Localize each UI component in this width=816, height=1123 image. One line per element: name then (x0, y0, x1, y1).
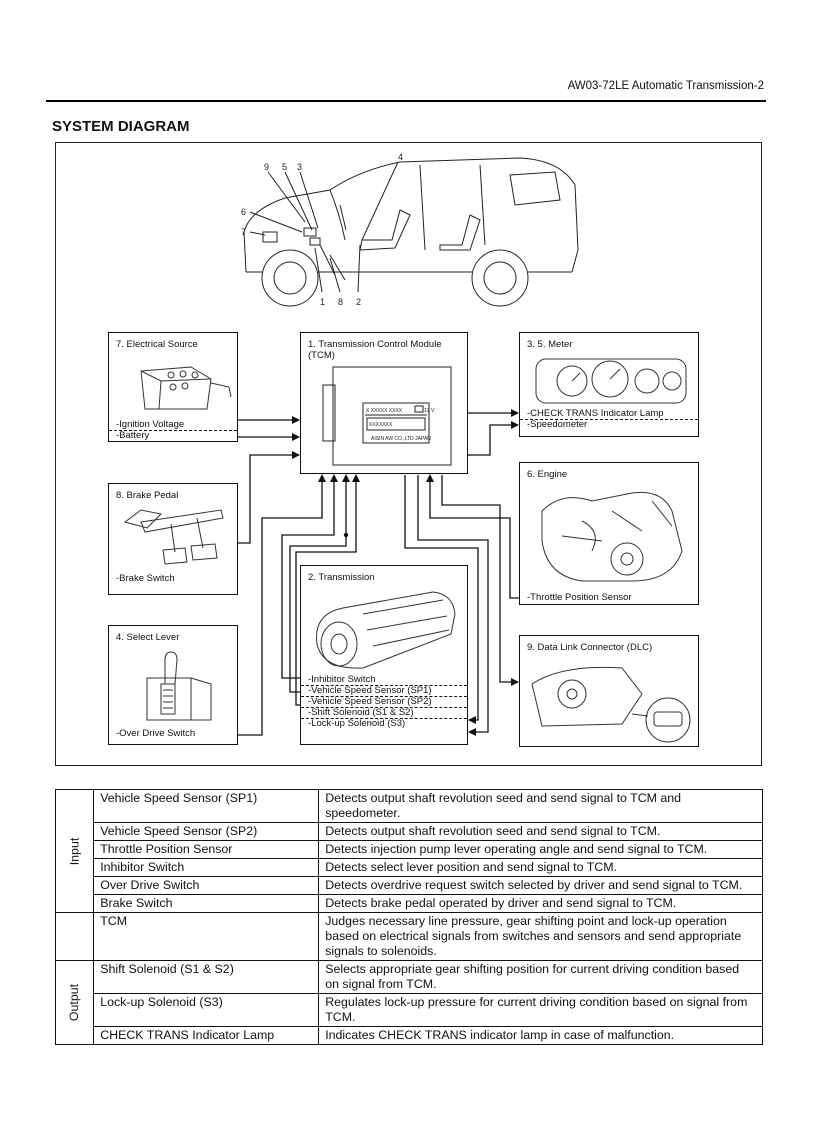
transmission-illustration (316, 591, 456, 669)
table-row: Inhibitor Switch Detects select lever po… (56, 858, 763, 877)
table-row: Input Vehicle Speed Sensor (SP1) Detects… (54, 789, 763, 913)
throttle-position-sensor-label: -Throttle Position Sensor (527, 592, 632, 603)
brake-pedal-box: 8. Brake Pedal -Brake Switch (108, 483, 238, 595)
check-trans-lamp-label: -CHECK TRANS Indicator Lamp (527, 408, 664, 419)
divider (109, 430, 237, 431)
tcm-group-cell (54, 912, 95, 961)
transmission-title: 2. Transmission (308, 572, 375, 583)
shift-solenoid-label: -Shift Solenoid (S1 & S2) (308, 707, 414, 718)
table-cell-function: Detects brake pedal operated by driver a… (318, 894, 763, 913)
lockup-solenoid-label: -Lock-up Solenoid (S3) (308, 718, 406, 729)
table-cell-function: Detects overdrive request switch selecte… (318, 876, 763, 895)
tcm-title: 1. Transmission Control Module(TCM) (308, 339, 442, 361)
tcm-label-part: X XXXXX XXXX (366, 408, 403, 414)
table-cell-component: TCM (93, 912, 320, 961)
meter-illustration (535, 358, 687, 404)
table-cell-component: CHECK TRANS Indicator Lamp (93, 1026, 320, 1045)
brake-pedal-illustration (123, 509, 224, 565)
divider (301, 718, 467, 719)
table-row: TCM Judges necessary line pressure, gear… (54, 912, 763, 961)
table-cell-component: Lock-up Solenoid (S3) (93, 993, 320, 1027)
select-lever-title: 4. Select Lever (116, 632, 180, 643)
table-row: Vehicle Speed Sensor (SP2) Detects outpu… (56, 822, 763, 841)
table-cell-function: Detects select lever position and send s… (318, 858, 763, 877)
dlc-title: 9. Data Link Connector (DLC) (527, 642, 653, 653)
brake-pedal-title: 8. Brake Pedal (116, 490, 179, 501)
table-row: Over Drive Switch Detects overdrive requ… (56, 876, 763, 895)
meter-box: 3. 5. Meter -CHECK TRANS Indicator Lamp … (519, 332, 699, 437)
tcm-label-maker: AISIN AW CO.,LTD JAPAN (371, 436, 431, 442)
table-cell-function: Judges necessary line pressure, gear shi… (318, 912, 763, 961)
select-lever-box: 4. Select Lever -Over Drive Switch (108, 625, 238, 745)
meter-title: 3. 5. Meter (527, 339, 573, 350)
divider (301, 696, 467, 697)
table-cell-function: Detects output shaft revolution seed and… (318, 822, 763, 841)
table-cell-component: Inhibitor Switch (93, 858, 320, 877)
table-cell-function: Regulates lock-up pressure for current d… (318, 993, 763, 1027)
table-cell-function: Selects appropriate gear shifting positi… (318, 960, 763, 994)
battery-illustration (140, 366, 232, 410)
divider (520, 419, 698, 420)
table-cell-function: Detects injection pump lever operating a… (318, 840, 763, 859)
table-row: Lock-up Solenoid (S3) Regulates lock-up … (56, 993, 763, 1027)
speedometer-label: -Speedometer (527, 419, 588, 430)
divider (301, 685, 467, 686)
table-cell-component: Over Drive Switch (93, 876, 320, 895)
table-cell-component: Brake Switch (93, 894, 320, 913)
engine-illustration (541, 491, 683, 582)
over-drive-switch-label: -Over Drive Switch (116, 728, 196, 739)
dlc-box: 9. Data Link Connector (DLC) (519, 635, 699, 747)
section-title: SYSTEM DIAGRAM (52, 118, 190, 135)
brake-switch-label: -Brake Switch (116, 573, 175, 584)
table-row: Brake Switch Detects brake pedal operate… (56, 894, 763, 913)
engine-box: 6. Engine -Throttle Position Sensor (519, 462, 699, 605)
output-group-label: Output (54, 960, 95, 1045)
electrical-source-title: 7. Electrical Source (116, 339, 198, 350)
table-cell-component: Vehicle Speed Sensor (SP1) (93, 789, 320, 823)
table-row: CHECK TRANS Indicator Lamp Indicates CHE… (56, 1026, 763, 1045)
engine-title: 6. Engine (527, 469, 568, 480)
transmission-box: 2. Transmission -Inhibitor Switch -Vehic… (300, 565, 468, 745)
dlc-illustration (531, 666, 691, 743)
page-header: AW03-72LE Automatic Transmission-2 (567, 80, 764, 92)
inhibitor-switch-label: -Inhibitor Switch (308, 674, 376, 685)
tcm-box: 1. Transmission Control Module(TCM) X XX… (300, 332, 468, 474)
tcm-label-code: XXXXXXX (369, 422, 393, 428)
function-table: Input Vehicle Speed Sensor (SP1) Detects… (54, 789, 763, 1045)
battery-label: -Battery (116, 430, 150, 441)
input-group-label: Input (54, 789, 95, 913)
table-row: Throttle Position Sensor Detects injecti… (56, 840, 763, 859)
table-cell-function: Detects output shaft revolution seed and… (318, 789, 763, 823)
select-lever-illustration (146, 651, 212, 721)
header-rule (46, 100, 766, 102)
table-cell-component: Throttle Position Sensor (93, 840, 320, 859)
divider (301, 707, 467, 708)
table-row: Output Shift Solenoid (S1 & S2) Selects … (54, 960, 763, 1045)
table-cell-component: Shift Solenoid (S1 & S2) (93, 960, 320, 994)
table-cell-function: Indicates CHECK TRANS indicator lamp in … (318, 1026, 763, 1045)
system-diagram-frame (55, 142, 762, 766)
table-cell-component: Vehicle Speed Sensor (SP2) (93, 822, 320, 841)
ignition-voltage-label: -Ignition Voltage (116, 419, 185, 430)
electrical-source-box: 7. Electrical Source -Ignition Voltage -… (108, 332, 238, 442)
vss-sp1-label: -Vehicle Speed Sensor (SP1) (308, 685, 432, 696)
tcm-label-voltage: 12 V (424, 408, 435, 414)
vss-sp2-label: -Vehicle Speed Sensor (SP2) (308, 696, 432, 707)
tcm-illustration: X XXXXX XXXX 12 V XXXXXXX AISIN AW CO.,L… (322, 366, 452, 466)
